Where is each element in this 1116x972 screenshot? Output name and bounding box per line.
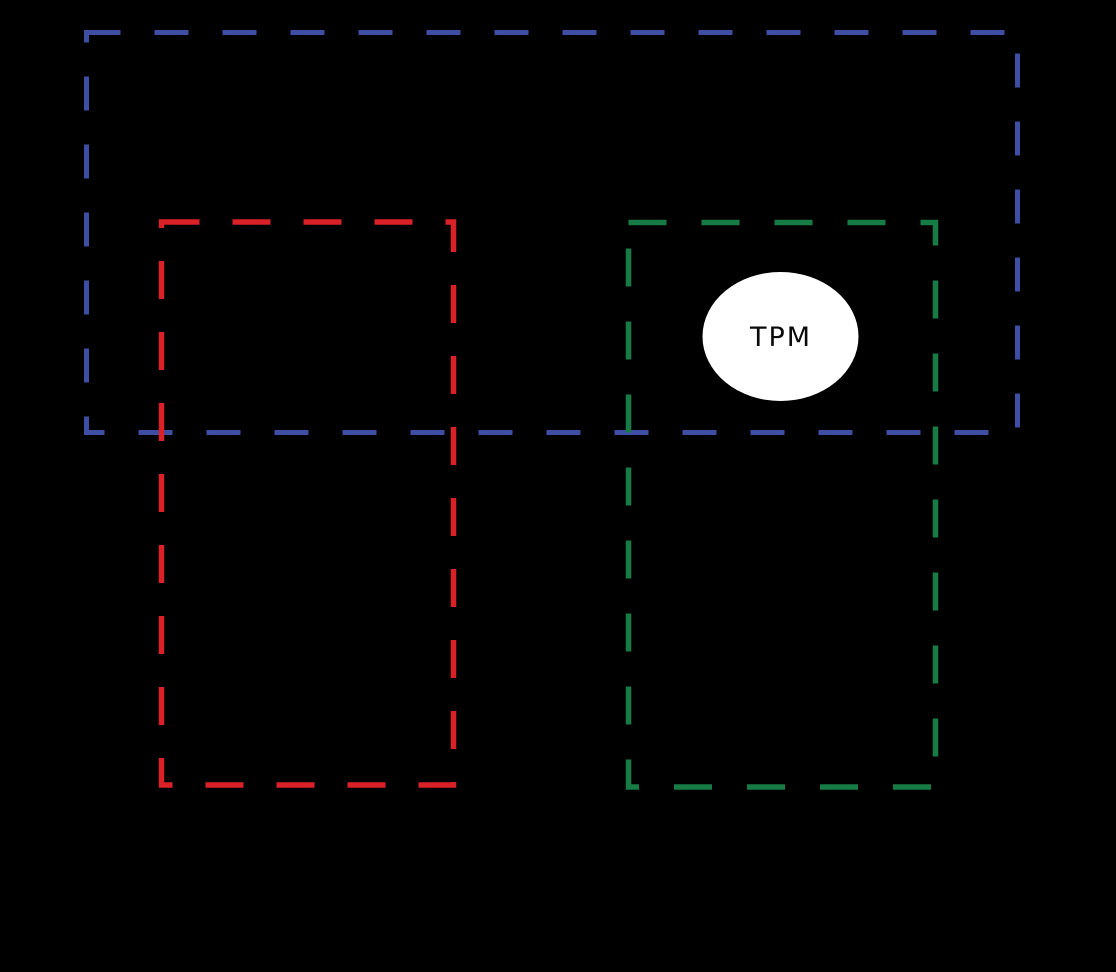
outer-dashed-boundary-rect bbox=[84, 30, 1020, 435]
left-dashed-region-rect bbox=[158, 219, 457, 788]
right-dashed-region-rect bbox=[625, 219, 939, 790]
tpm-node bbox=[702, 272, 859, 401]
tpm-label: TPM bbox=[749, 322, 812, 353]
